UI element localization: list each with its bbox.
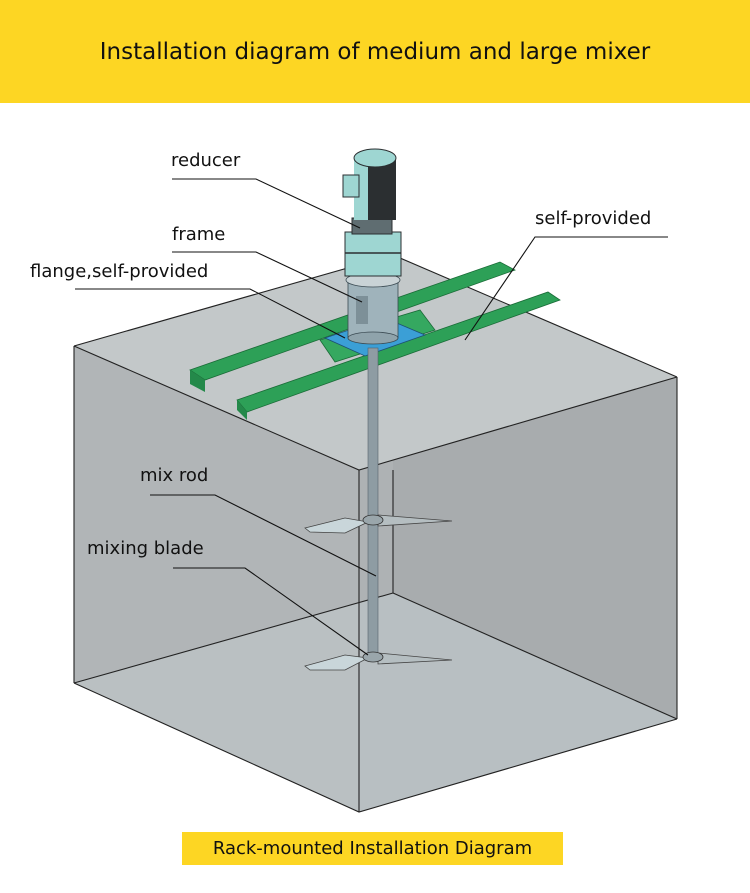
rail-front-lip: [237, 400, 247, 420]
lower-mixing-blades: [304, 651, 453, 671]
header-banner: Installation diagram of medium and large…: [0, 0, 750, 103]
upper-blade-left: [304, 517, 370, 534]
frame-window: [356, 296, 368, 324]
diagram-caption: Rack-mounted Installation Diagram: [212, 838, 533, 859]
caption-banner: Rack-mounted Installation Diagram: [182, 832, 563, 865]
motor: [342, 148, 397, 220]
reducer: [344, 217, 402, 277]
mix-rod-shaft: [367, 347, 379, 654]
reducer-coupling: [351, 217, 393, 235]
tank-front-right-wall: [359, 377, 677, 812]
mixing-blade-leader: [173, 567, 369, 656]
rail-back-lip: [190, 370, 205, 392]
lower-blade-left: [304, 654, 370, 671]
back-right-floor-edge: [392, 592, 678, 720]
motor-highlight: [354, 158, 368, 220]
frame-leader: [172, 251, 363, 303]
flange-leader: [75, 288, 346, 339]
motor-fan-cover: [353, 148, 397, 168]
rail-front: [236, 291, 561, 413]
upper-blade-hub: [362, 514, 384, 526]
label-self-provided: self-provided: [535, 208, 652, 229]
mix-rod-leader: [150, 494, 377, 577]
self-provided-leader: [464, 236, 668, 341]
leader-lines: [75, 178, 668, 656]
label-mixing-blade: mixing blade: [87, 538, 204, 559]
label-mix-rod: mix rod: [140, 465, 209, 486]
back-left-floor-edge: [73, 592, 394, 684]
tank-front-left-wall: [74, 346, 359, 812]
mixer-frame: [345, 272, 401, 345]
label-flange: flange,self-provided: [30, 261, 209, 282]
motor-terminal-box: [342, 174, 360, 198]
page-title: Installation diagram of medium and large…: [99, 38, 651, 65]
label-frame: frame: [172, 224, 226, 245]
reducer-housing: [344, 231, 402, 277]
upper-mixing-blades: [304, 514, 453, 534]
reducer-leader: [172, 178, 361, 229]
bottom-front-edges: [73, 682, 678, 813]
frame-body: [347, 279, 399, 339]
frame-base-ring: [347, 331, 399, 345]
label-reducer: reducer: [171, 150, 241, 171]
